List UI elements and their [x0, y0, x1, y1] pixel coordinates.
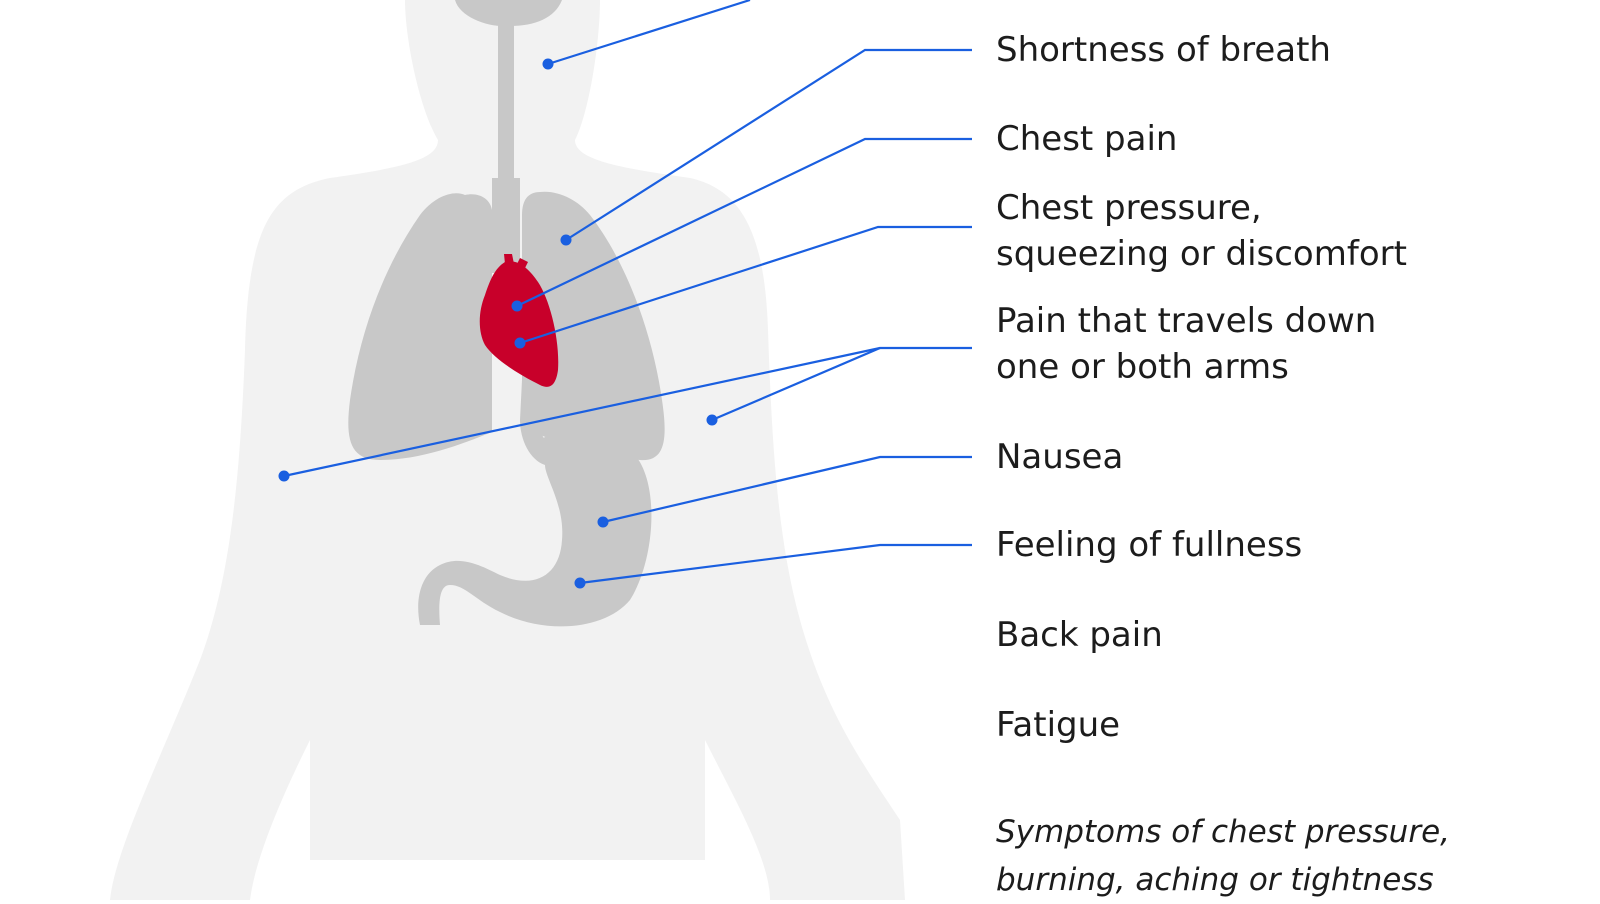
- footnote: Symptoms of chest pressure, burning, ach…: [996, 808, 1450, 904]
- footnote-line2: burning, aching or tightness: [996, 856, 1450, 904]
- leader-dot-heart-lower: [515, 338, 526, 349]
- leader-dot-left-arm: [279, 471, 290, 482]
- label-chest-pressure-line1: Chest pressure,: [996, 185, 1407, 231]
- label-back-pain: Back pain: [996, 612, 1163, 658]
- leader-dot-stomach-upper: [598, 517, 609, 528]
- label-chest-pressure: Chest pressure, squeezing or discomfort: [996, 185, 1407, 277]
- label-arm-pain: Pain that travels down one or both arms: [996, 298, 1376, 390]
- leader-dot-throat: [543, 59, 554, 70]
- trachea: [498, 20, 514, 180]
- label-chest-pain: Chest pain: [996, 116, 1177, 162]
- label-fullness: Feeling of fullness: [996, 522, 1302, 568]
- leader-dot-lung: [561, 235, 572, 246]
- label-arm-pain-line2: one or both arms: [996, 344, 1376, 390]
- leader-dot-right-arm: [707, 415, 718, 426]
- label-arm-pain-line1: Pain that travels down: [996, 298, 1376, 344]
- label-fatigue: Fatigue: [996, 702, 1120, 748]
- footnote-line1: Symptoms of chest pressure,: [996, 808, 1450, 856]
- label-chest-pressure-line2: squeezing or discomfort: [996, 231, 1407, 277]
- label-shortness-of-breath: Shortness of breath: [996, 27, 1331, 73]
- leader-dot-stomach-lower: [575, 578, 586, 589]
- leader-dot-heart-upper: [512, 301, 523, 312]
- label-nausea: Nausea: [996, 434, 1123, 480]
